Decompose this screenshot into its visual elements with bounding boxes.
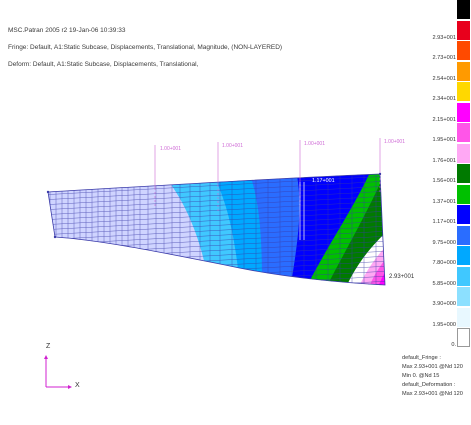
legend-label: 1.37+001 [432, 198, 457, 205]
node-markers [46, 172, 382, 239]
legend-label: 3.90+000 [432, 301, 457, 307]
svg-text:1.00+001: 1.00+001 [304, 141, 325, 147]
fringe-min: Min 0. @Nd 15 [402, 373, 440, 379]
legend-swatch [457, 205, 470, 224]
axis-label-x: X [75, 382, 80, 389]
legend-label: 5.85+000 [432, 280, 457, 287]
legend-label: 1.17+001 [432, 219, 457, 225]
legend-swatch [457, 41, 470, 60]
legend-label: 1.56+001 [432, 178, 457, 184]
peak-label: 1.17+001 [312, 178, 335, 184]
legend-label: 7.80+000 [432, 260, 457, 266]
axis-triad [44, 355, 72, 389]
legend-swatch [457, 246, 470, 265]
legend-swatch [457, 225, 470, 245]
title-line: MSC.Patran 2005 r2 19-Jan-06 10:39:33 [8, 27, 126, 34]
displacement-vectors [299, 182, 305, 240]
legend-swatch [457, 287, 470, 306]
legend-swatch [457, 164, 470, 183]
model-viewport[interactable]: 1.00+001 1.00+001 1.00+001 1.00+001 1.17… [0, 90, 420, 420]
deform-max: Max 2.93+001 @Nd 120 [402, 391, 463, 397]
deform-description: Deform: Default, A1:Static Subcase, Disp… [8, 61, 199, 68]
legend-label: 9.75+000 [432, 239, 457, 246]
legend-swatch [457, 82, 470, 101]
legend-label: 1.95+000 [432, 321, 457, 328]
svg-text:1.00+001: 1.00+001 [384, 139, 405, 145]
legend-label: 2.93+001 [432, 34, 457, 41]
legend-label: 2.54+001 [432, 75, 457, 82]
legend-label: 2.73+001 [432, 55, 457, 61]
legend-swatch [457, 0, 470, 19]
legend-swatch [457, 20, 470, 40]
fringe-legend: 2.93+001 2.73+001 2.54+001 2.34+001 2.15+001… [428, 0, 471, 348]
svg-text:1.00+001: 1.00+001 [222, 143, 243, 149]
legend-swatch [457, 61, 470, 81]
max-marker-label: 2.93+001 [389, 274, 415, 280]
svg-text:1.00+001: 1.00+001 [160, 146, 181, 152]
beam-outline [47, 173, 386, 286]
legend-swatch [457, 123, 470, 142]
legend-swatch [457, 266, 470, 286]
fringe-name: default_Fringe : [402, 355, 441, 361]
legend-swatch [457, 184, 470, 204]
legend-label: 2.34+001 [432, 96, 457, 102]
legend-label: 1.95+001 [432, 137, 457, 143]
fe-model-drawing: 1.00+001 1.00+001 1.00+001 1.00+001 [46, 138, 405, 286]
legend-swatch [457, 307, 470, 327]
deform-name: default_Deformation : [402, 382, 456, 388]
legend-label: 1.76+001 [432, 157, 457, 164]
load-tags: 1.00+001 1.00+001 1.00+001 1.00+001 [160, 139, 405, 152]
legend-swatch [457, 102, 470, 122]
axis-label-z: Z [46, 343, 51, 350]
legend-swatch [457, 328, 470, 347]
legend-swatch [457, 143, 470, 163]
legend-label: 0. [451, 342, 456, 348]
fringe-max: Max 2.93+001 @Nd 120 [402, 364, 463, 370]
legend-label: 2.15+001 [432, 116, 457, 123]
fringe-description: Fringe: Default, A1:Static Subcase, Disp… [8, 44, 283, 51]
